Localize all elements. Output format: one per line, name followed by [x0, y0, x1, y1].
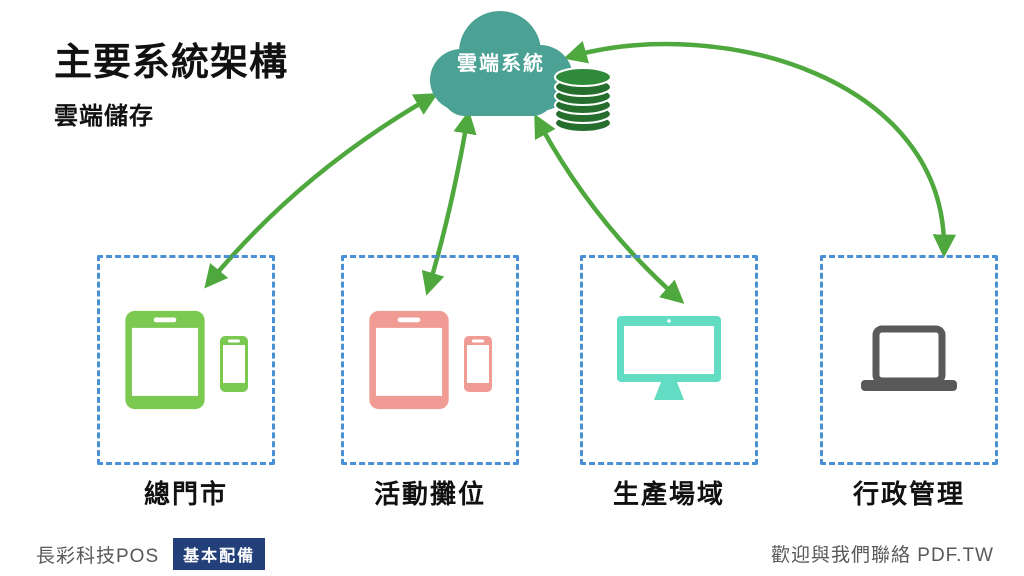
- station-label-event-booth: 活動攤位: [373, 479, 486, 509]
- basic-equipment-badge: 基本配備: [173, 538, 266, 570]
- station-box-admin: [820, 255, 998, 465]
- station-box-main-store: [97, 255, 275, 465]
- phone-icon: [220, 336, 248, 392]
- footer-left: 長彩科技POS 基本配備: [36, 538, 266, 570]
- tablet-icon: [369, 310, 449, 410]
- station-label-admin: 行政管理: [852, 479, 965, 509]
- page-subtitle: 雲端儲存: [54, 102, 154, 130]
- contact-text: 歡迎與我們聯絡 PDF.TW: [771, 545, 994, 566]
- brand-text: 長彩科技POS: [36, 545, 160, 567]
- cloud-label: 雲端系統: [457, 51, 545, 75]
- header: 主要系統架構 雲端儲存: [54, 42, 288, 131]
- laptop-icon: [861, 325, 957, 391]
- phone-icon: [464, 336, 492, 392]
- arrow-cloud-to-admin: [563, 40, 957, 258]
- station-label-main-store: 總門市: [143, 479, 228, 509]
- station-label-production-area: 生產場域: [612, 479, 725, 509]
- tablet-icon: [125, 310, 205, 410]
- cloud-icon: 雲端系統: [430, 11, 573, 116]
- page-title: 主要系統架構: [54, 42, 289, 84]
- database-icon: [554, 67, 612, 133]
- station-box-event-booth: [341, 255, 519, 465]
- station-box-production-area: [580, 255, 758, 465]
- monitor-icon: [617, 316, 721, 400]
